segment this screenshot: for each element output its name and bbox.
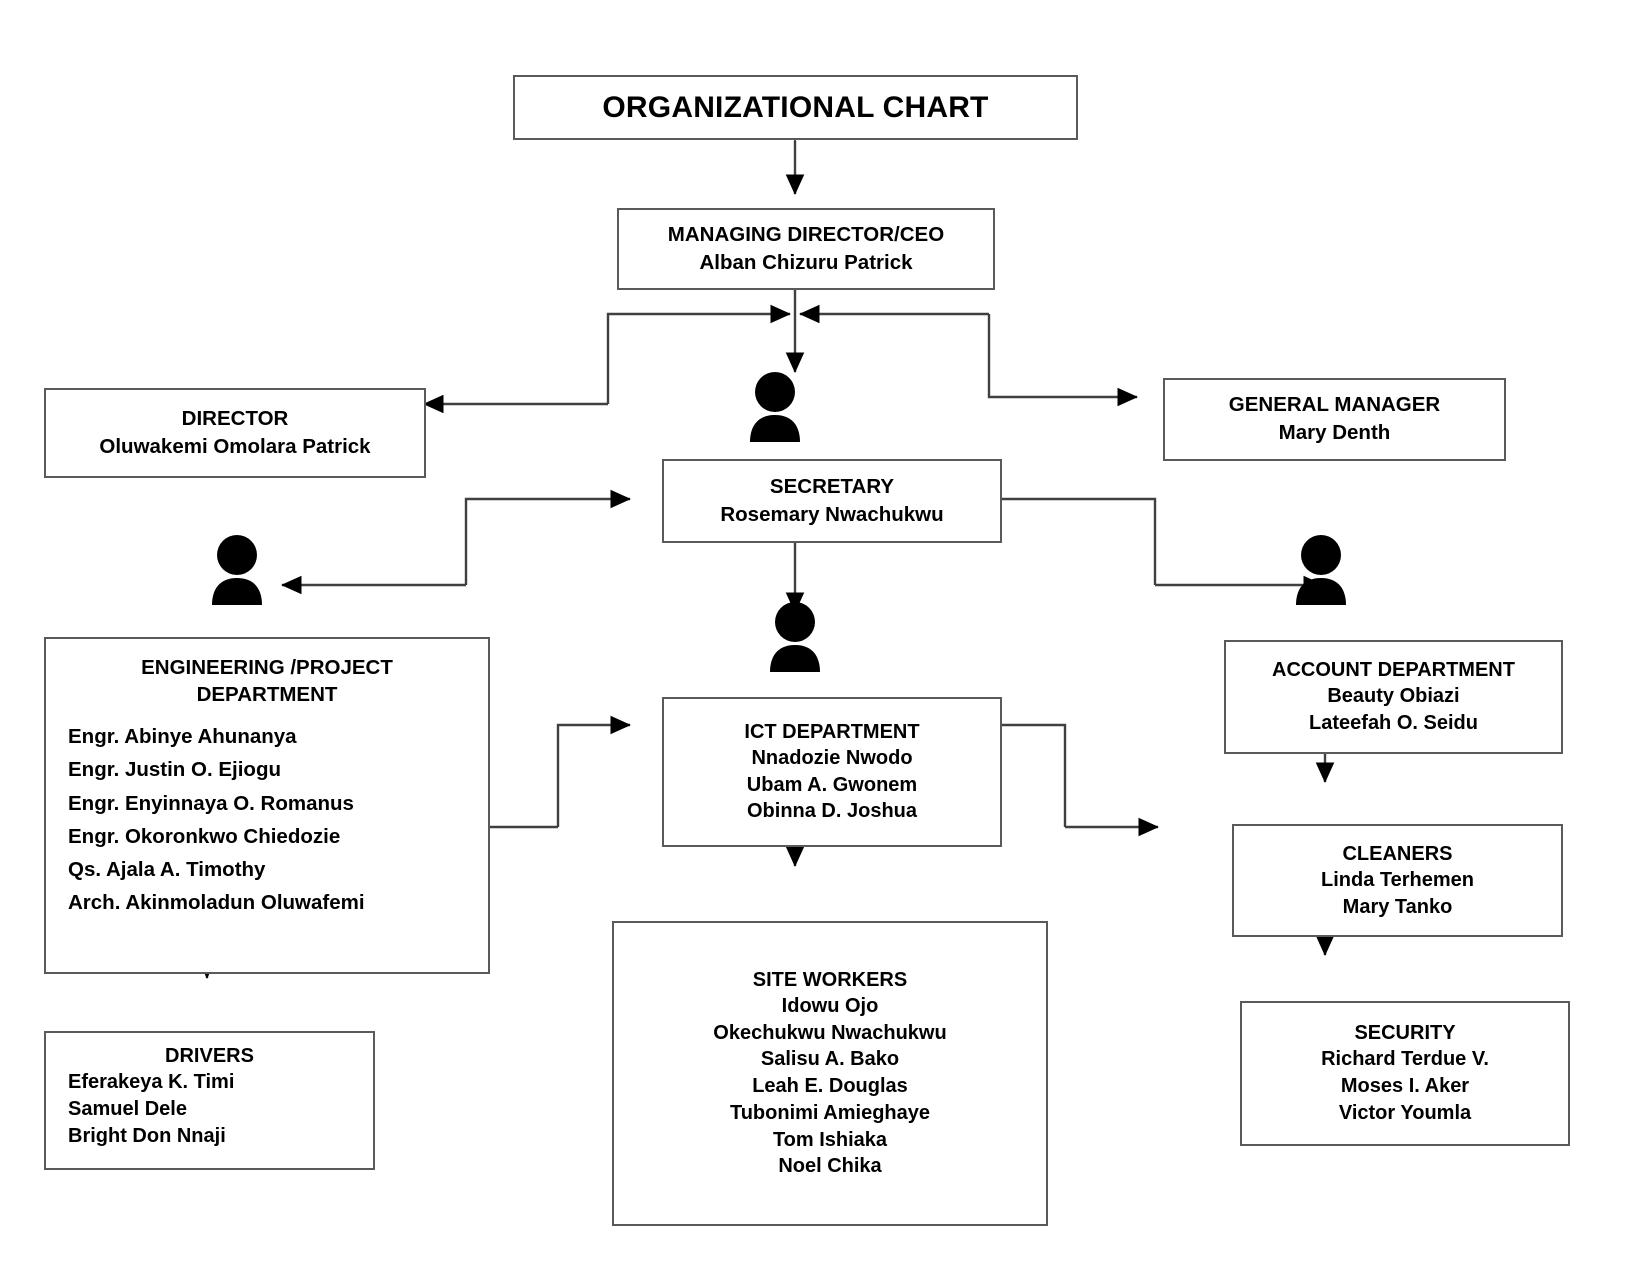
node-member: Oluwakemi Omolara Patrick [99, 434, 371, 458]
node-security[interactable]: SECURITY Richard Terdue V. Moses I. Aker… [1240, 1001, 1570, 1146]
node-member: Arch. Akinmoladun Oluwafemi [68, 891, 365, 915]
node-member: Engr. Abinye Ahunanya [68, 725, 297, 749]
node-member: Qs. Ajala A. Timothy [68, 858, 266, 882]
node-secretary[interactable]: SECRETARY Rosemary Nwachukwu [662, 459, 1002, 543]
person-icon-secretary [744, 370, 806, 442]
page-title: ORGANIZATIONAL CHART [602, 91, 989, 124]
person-icon-engineering [206, 533, 268, 605]
node-director[interactable]: DIRECTOR Oluwakemi Omolara Patrick [44, 388, 426, 478]
node-cleaners[interactable]: CLEANERS Linda Terhemen Mary Tanko [1232, 824, 1563, 937]
node-member: Nnadozie Nwodo [751, 746, 913, 769]
node-member: Idowu Ojo [781, 994, 879, 1017]
chart-title-box: ORGANIZATIONAL CHART [513, 75, 1078, 140]
node-member: Samuel Dele [68, 1097, 187, 1120]
node-member: Victor Youmla [1338, 1101, 1472, 1124]
node-member: Ubam A. Gwonem [746, 773, 918, 796]
node-member: Okechukwu Nwachukwu [713, 1021, 947, 1044]
node-title: CLEANERS [1342, 842, 1453, 865]
node-member: Leah E. Douglas [752, 1075, 908, 1098]
node-member: Mary Tanko [1342, 895, 1453, 918]
node-general-manager[interactable]: GENERAL MANAGER Mary Denth [1163, 378, 1506, 461]
node-member: Noel Chika [778, 1155, 882, 1178]
node-title-line2: DEPARTMENT [196, 682, 338, 706]
node-title: DRIVERS [165, 1045, 254, 1067]
node-member: Richard Terdue V. [1321, 1048, 1489, 1071]
node-member: Moses I. Aker [1340, 1075, 1470, 1098]
node-member: Beauty Obiazi [1327, 685, 1460, 708]
node-member: Lateefah O. Seidu [1309, 712, 1478, 734]
node-managing-director[interactable]: MANAGING DIRECTOR/CEO Alban Chizuru Patr… [617, 208, 995, 290]
node-member: Tubonimi Amieghaye [729, 1101, 931, 1124]
node-drivers[interactable]: DRIVERS Eferakeya K. Timi Samuel Dele Br… [44, 1031, 375, 1170]
node-title: DIRECTOR [181, 406, 289, 430]
node-member: Obinna D. Joshua [746, 800, 918, 823]
spacer [46, 708, 488, 720]
node-account-department[interactable]: ACCOUNT DEPARTMENT Beauty Obiazi Lateefa… [1224, 640, 1563, 754]
node-member: Linda Terhemen [1321, 868, 1474, 891]
node-title: SITE WORKERS [752, 968, 908, 991]
person-icon-account [1290, 533, 1352, 605]
node-title: GENERAL MANAGER [1228, 393, 1441, 417]
node-member: Eferakeya K. Timi [68, 1071, 235, 1093]
node-title-line1: ENGINEERING /PROJECT [141, 656, 393, 679]
node-member: Engr. Okoronkwo Chiedozie [68, 824, 341, 848]
node-member: Mary Denth [1278, 421, 1391, 445]
node-member: Bright Don Nnaji [68, 1124, 226, 1147]
node-title: MANAGING DIRECTOR/CEO [667, 222, 945, 246]
node-member: Tom Ishiaka [772, 1128, 888, 1151]
node-member: Alban Chizuru Patrick [699, 250, 913, 274]
node-member: Salisu A. Bako [760, 1048, 900, 1071]
node-member: Engr. Justin O. Ejiogu [68, 758, 281, 782]
node-member: Engr. Enyinnaya O. Romanus [68, 791, 354, 815]
person-icon-ict [764, 600, 826, 672]
node-site-workers[interactable]: SITE WORKERS Idowu Ojo Okechukwu Nwachuk… [612, 921, 1048, 1226]
node-member: Rosemary Nwachukwu [720, 502, 944, 526]
node-ict-department[interactable]: ICT DEPARTMENT Nnadozie Nwodo Ubam A. Gw… [662, 697, 1002, 847]
node-title: ACCOUNT DEPARTMENT [1272, 659, 1515, 682]
node-engineering-department[interactable]: ENGINEERING /PROJECT DEPARTMENT Engr. Ab… [44, 637, 490, 974]
node-title: SECURITY [1354, 1022, 1456, 1045]
node-title: ICT DEPARTMENT [744, 720, 920, 743]
node-title: SECRETARY [769, 474, 895, 498]
